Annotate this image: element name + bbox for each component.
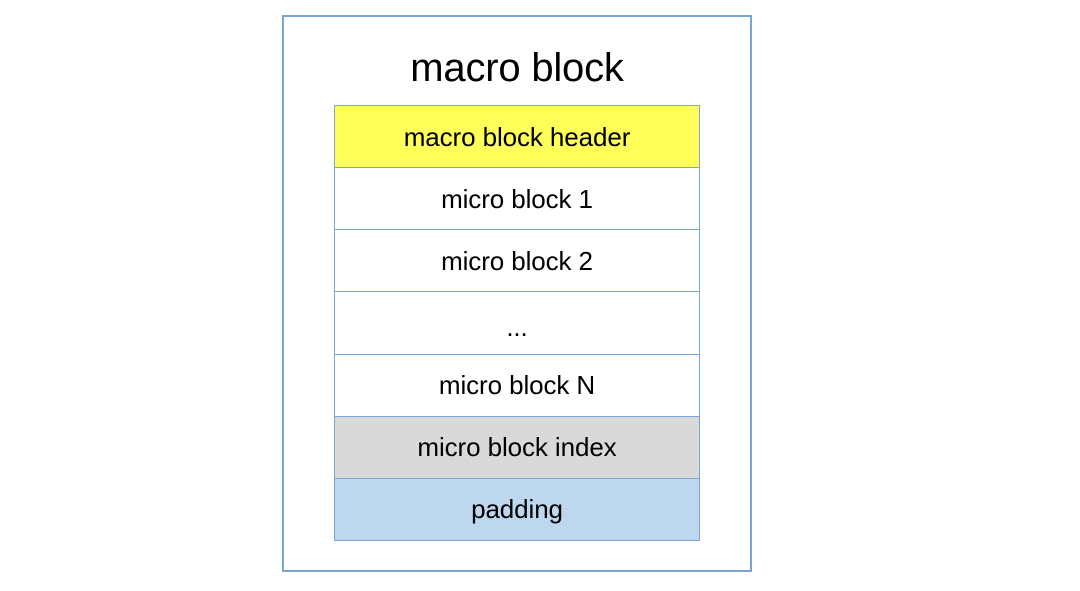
block-row-label: macro block header bbox=[403, 121, 631, 152]
macro-block-container: macro block macro block header micro blo… bbox=[282, 15, 752, 572]
block-row-micro-block-1: micro block 1 bbox=[334, 167, 700, 231]
block-row-padding: padding bbox=[334, 477, 700, 541]
block-row-label: micro block 1 bbox=[441, 183, 593, 214]
macro-block-row-stack: macro block header micro block 1 micro b… bbox=[334, 105, 700, 541]
block-row-label: micro block index bbox=[417, 432, 617, 463]
block-row-micro-block-index: micro block index bbox=[334, 415, 700, 479]
block-row-label: ... bbox=[506, 311, 528, 342]
block-row-micro-block-n: micro block N bbox=[334, 353, 700, 417]
block-row-macro-block-header: macro block header bbox=[334, 105, 700, 169]
macro-block-title: macro block bbox=[410, 46, 624, 90]
block-row-micro-block-2: micro block 2 bbox=[334, 229, 700, 293]
block-row-label: micro block N bbox=[438, 370, 596, 401]
block-row-label: micro block 2 bbox=[441, 245, 593, 276]
block-row-ellipsis: ... bbox=[334, 291, 700, 355]
block-row-label: padding bbox=[471, 494, 563, 525]
